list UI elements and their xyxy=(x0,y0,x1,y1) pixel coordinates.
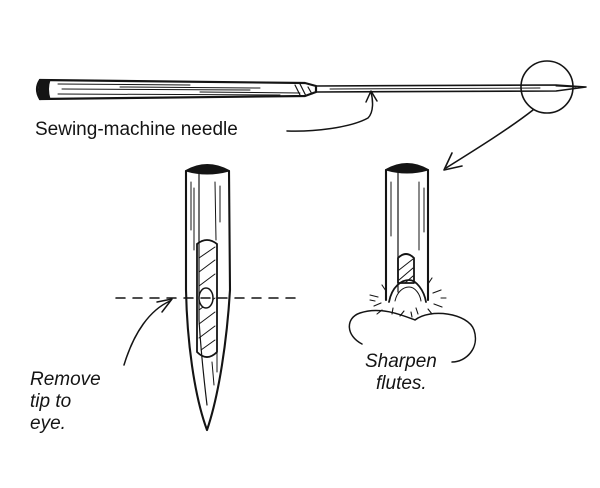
sharpen-flutes-label-line-1: Sharpen xyxy=(365,351,437,372)
enlarged-tip-left xyxy=(184,163,232,432)
sharpen-callout-outline xyxy=(348,309,477,363)
remove-tip-label-line-2: tip to xyxy=(30,391,72,412)
sharpen-flutes-label-line-2: flutes. xyxy=(376,373,427,394)
enlarge-arrow xyxy=(445,109,534,169)
remove-tip-label-line-1: Remove xyxy=(30,369,101,390)
enlarged-tip-right xyxy=(384,162,430,303)
needle-label-leader xyxy=(286,91,374,132)
enlarge-arrowhead xyxy=(443,152,463,171)
whole-needle xyxy=(35,60,587,114)
sharpening-sparks xyxy=(369,277,447,318)
remove-tip-label-line-3: eye. xyxy=(30,413,66,434)
needle-label-leader-arrowhead xyxy=(365,90,378,103)
needle-label: Sewing-machine needle xyxy=(35,119,238,140)
remove-label-leader-arrowhead xyxy=(156,298,173,313)
remove-label-leader xyxy=(123,300,171,366)
